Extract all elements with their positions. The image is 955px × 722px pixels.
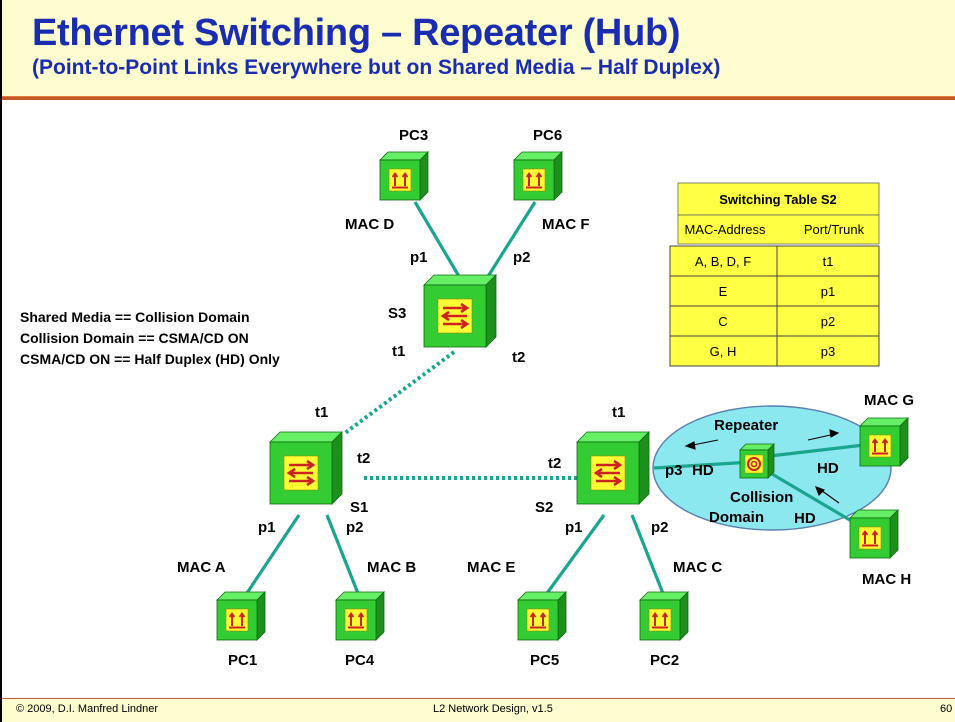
- link-repeater-g: [769, 443, 865, 458]
- s1-p2-label: p2: [346, 519, 364, 536]
- slide-subtitle: (Point-to-Point Links Everywhere but on …: [32, 56, 721, 79]
- s2-p1-label: p1: [565, 519, 583, 536]
- hd-label-p3: HD: [692, 462, 714, 479]
- s3-label: S3: [388, 305, 406, 322]
- s3-p2-label: p2: [513, 249, 531, 266]
- repeater-icon: [739, 443, 775, 479]
- host-pc5-icon: [517, 591, 567, 641]
- host-h-icon: [849, 509, 899, 559]
- header-rule: [2, 96, 955, 100]
- slide-title: Ethernet Switching – Repeater (Hub): [32, 12, 681, 54]
- footer: [2, 698, 955, 722]
- host-pc4-icon: [335, 591, 385, 641]
- collision-domain-label-2: Domain: [709, 509, 764, 526]
- host-pc6-icon: [513, 151, 563, 201]
- link-s1-pc1: [243, 514, 301, 597]
- table-cell-port: p1: [821, 284, 835, 299]
- pc5-label: PC5: [530, 652, 559, 669]
- switch-s3-icon: [422, 273, 498, 349]
- note-line-1: Shared Media == Collision Domain: [20, 309, 250, 325]
- note-line-3: CSMA/CD ON == Half Duplex (HD) Only: [20, 351, 280, 367]
- table-cell-port: p2: [821, 314, 835, 329]
- mac-c-label: MAC C: [673, 559, 722, 576]
- s1-t2-label: t2: [357, 450, 370, 467]
- mac-g-label: MAC G: [864, 392, 914, 409]
- table-cell-port: t1: [823, 254, 834, 269]
- s3-t2-label: t2: [512, 349, 525, 366]
- mac-f-label: MAC F: [542, 216, 590, 233]
- table-cell-mac: E: [719, 284, 728, 299]
- table-cell-mac: C: [718, 314, 727, 329]
- s1-t1-label: t1: [315, 404, 328, 421]
- hd-label-h: HD: [794, 510, 816, 527]
- trunk-s3-s1: [343, 350, 456, 435]
- s2-t1-label: t1: [612, 404, 625, 421]
- table-cell-mac: G, H: [710, 344, 737, 359]
- header: Ethernet Switching – Repeater (Hub) (Poi…: [2, 0, 955, 96]
- switching-table: Switching Table S2 MAC-Address Port/Trun…: [669, 182, 880, 367]
- s1-p1-label: p1: [258, 519, 276, 536]
- pc3-label: PC3: [399, 127, 428, 144]
- link-pc3-s3: [413, 201, 462, 279]
- host-pc3-icon: [379, 151, 429, 201]
- s3-p1-label: p1: [410, 249, 428, 266]
- s2-label: S2: [535, 499, 553, 516]
- link-s2-pc2: [630, 514, 666, 597]
- s1-label: S1: [350, 499, 368, 516]
- link-s2-pc5: [543, 514, 606, 597]
- footer-course: L2 Network Design, v1.5: [433, 703, 553, 715]
- mac-e-label: MAC E: [467, 559, 515, 576]
- switch-s1-icon: [268, 430, 344, 506]
- pc6-label: PC6: [533, 127, 562, 144]
- table-header-mac: MAC-Address: [685, 222, 766, 237]
- s2-t2-label: t2: [548, 455, 561, 472]
- footer-copyright: © 2009, D.I. Manfred Lindner: [16, 703, 159, 715]
- host-g-icon: [859, 417, 909, 467]
- s3-t1-label: t1: [392, 343, 405, 360]
- pc4-label: PC4: [345, 652, 375, 669]
- s2-p3-label: p3: [665, 462, 683, 479]
- mac-a-label: MAC A: [177, 559, 226, 576]
- table-title: Switching Table S2: [719, 192, 837, 207]
- network-diagram: Switching Table S2 MAC-Address Port/Trun…: [20, 127, 914, 669]
- link-pc6-s3: [485, 201, 537, 279]
- direction-arrows: [684, 429, 840, 504]
- links: [243, 201, 865, 597]
- table-header-port: Port/Trunk: [804, 222, 865, 237]
- mac-d-label: MAC D: [345, 216, 394, 233]
- link-s2-repeater: [653, 460, 753, 470]
- link-repeater-h: [771, 472, 861, 528]
- table-cell-port: p3: [821, 344, 835, 359]
- mac-h-label: MAC H: [862, 571, 911, 588]
- note-line-2: Collision Domain == CSMA/CD ON: [20, 330, 249, 346]
- s2-p2-label: p2: [651, 519, 669, 536]
- pc2-label: PC2: [650, 652, 679, 669]
- footer-page-number: 60: [940, 703, 953, 715]
- switch-s2-icon: [575, 430, 651, 506]
- host-pc1-icon: [216, 591, 266, 641]
- host-pc2-icon: [639, 591, 689, 641]
- repeater-label: Repeater: [714, 417, 778, 434]
- collision-domain-label-1: Collision: [730, 489, 793, 506]
- hd-label-g: HD: [817, 460, 839, 477]
- mac-b-label: MAC B: [367, 559, 416, 576]
- table-cell-mac: A, B, D, F: [695, 254, 751, 269]
- link-s1-pc4: [325, 514, 361, 597]
- pc1-label: PC1: [228, 652, 257, 669]
- trunks: [343, 350, 582, 480]
